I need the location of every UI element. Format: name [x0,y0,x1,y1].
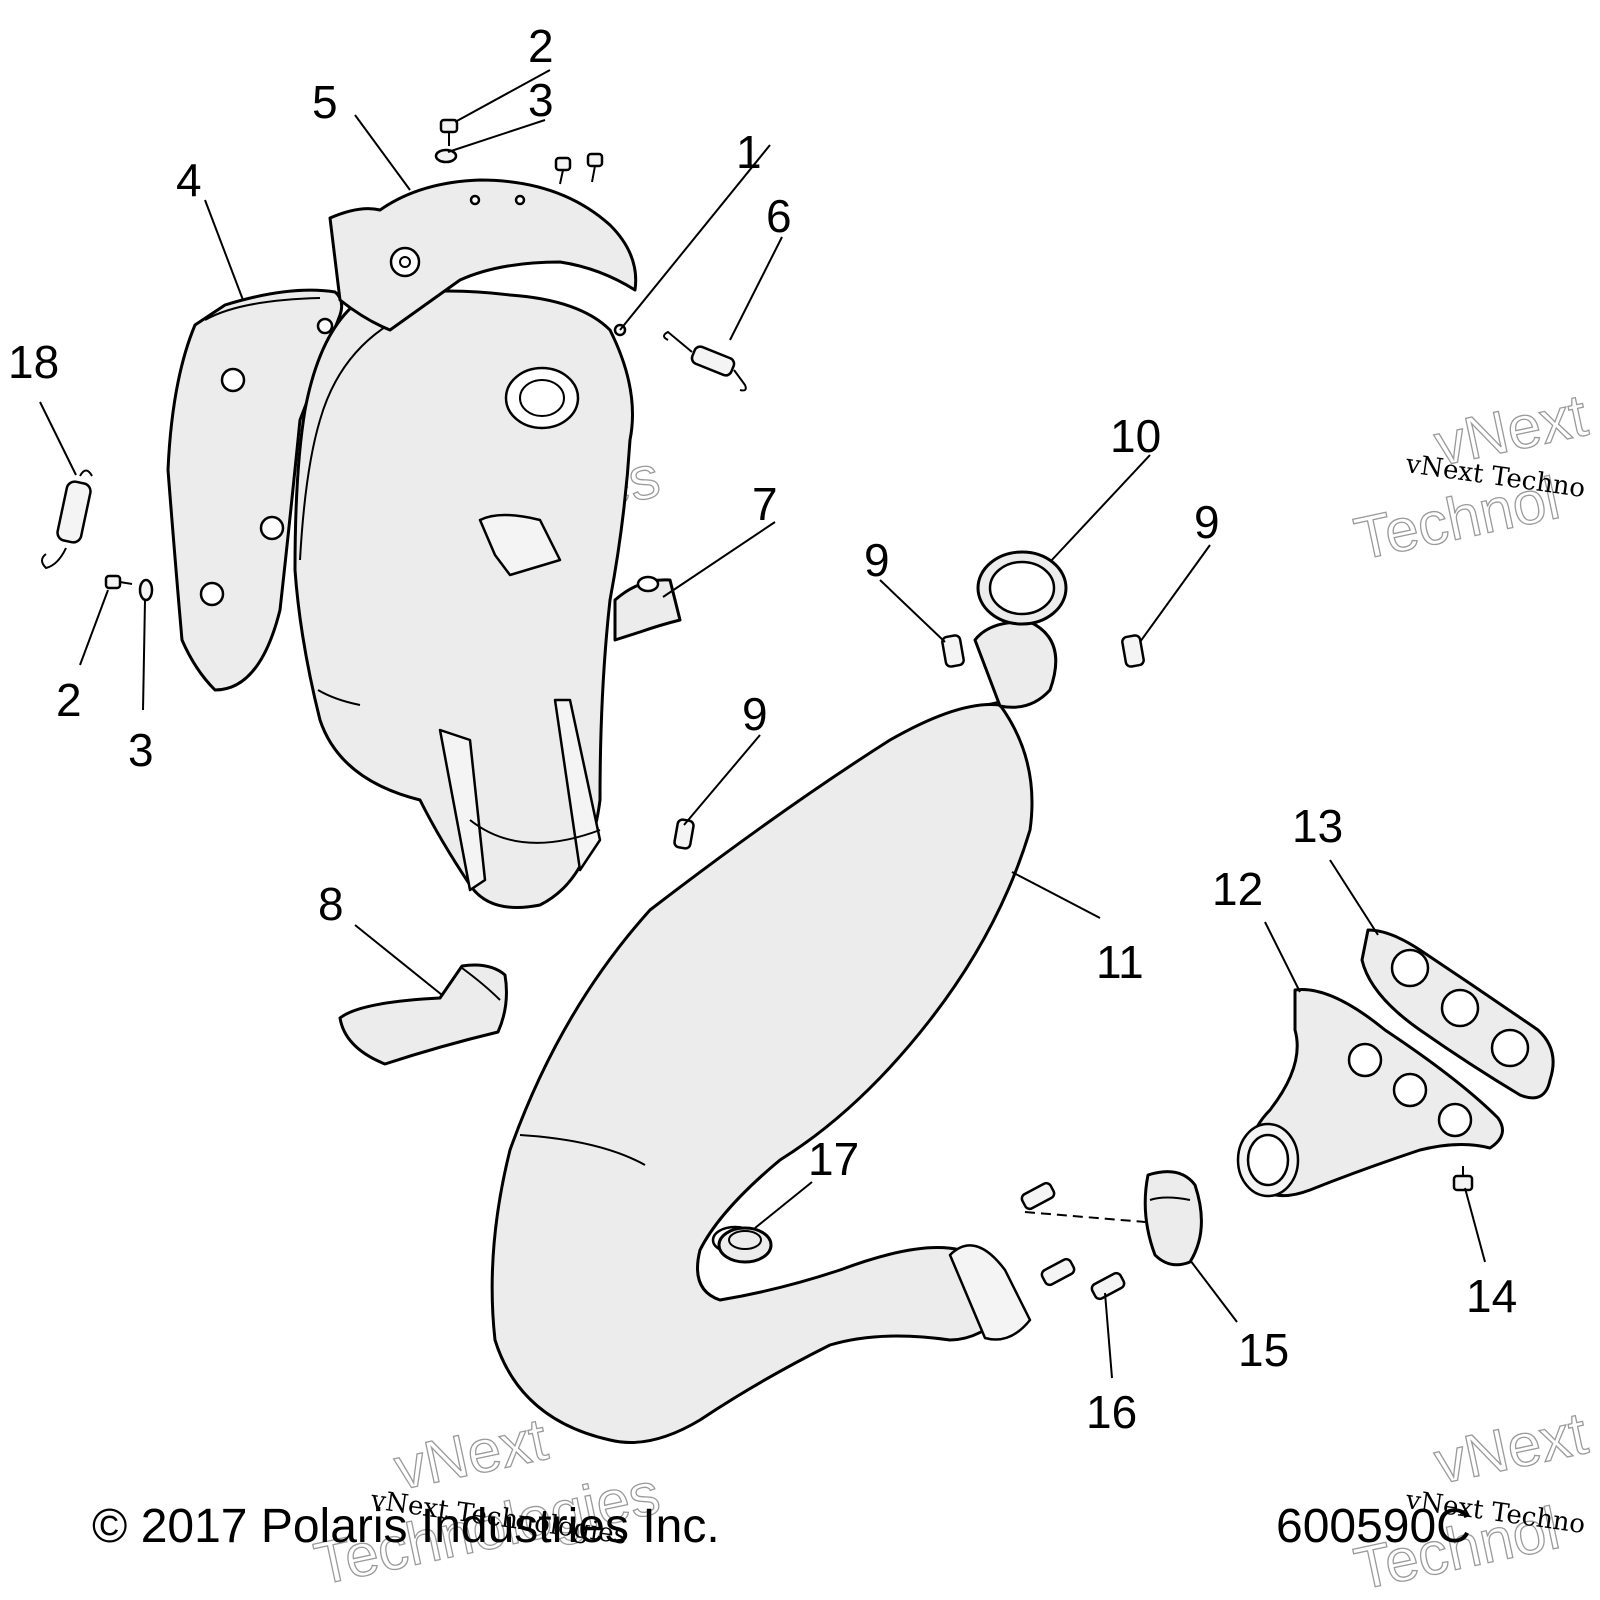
copyright-text: © 2017 Polaris Industries Inc. [92,1500,720,1553]
part-11-exhaust-pipe [490,620,1058,1444]
part-12-manifold [1236,988,1504,1198]
part-13-gasket [1360,928,1555,1100]
watermark-group-right: vNext Technol vNext Techno [1348,381,1594,574]
callout-13: 13 [1292,800,1343,852]
bolts-top-pair [554,152,604,185]
part-9-spring-b [1121,634,1145,668]
callout-11: 11 [1096,936,1144,988]
callout-9-lower: 9 [742,688,768,740]
callout-18: 18 [8,336,59,388]
part-8-clip [338,963,508,1066]
callout-16: 16 [1086,1386,1137,1438]
part-7-clip [613,575,682,642]
part-9-spring-a [941,634,965,668]
callouts: 1 2 3 4 5 6 7 8 9 9 9 10 11 12 13 14 15 … [8,20,1517,1438]
bolt-2-top [439,118,459,146]
washer-3-left [138,578,154,602]
washer-3-top [434,148,458,164]
part-17-grommet [717,1226,773,1264]
callout-17: 17 [808,1133,859,1185]
callout-6: 6 [766,190,792,242]
callout-3-top: 3 [528,74,554,126]
part-1-housing [293,289,634,909]
part-10-o-ring [976,550,1068,626]
callout-10: 10 [1110,410,1161,462]
diagram-id: 600590C [1276,1500,1471,1553]
callout-4: 4 [176,154,202,206]
part-18-spring [41,469,93,570]
callout-9-right: 9 [1194,496,1220,548]
part-9-spring-c [673,818,695,850]
callout-3-left: 3 [128,724,154,776]
callout-8: 8 [318,878,344,930]
part-5-top-bracket [328,178,638,332]
bolt-14 [1452,1166,1474,1192]
watermark-big-top-bottom-right: vNext [1429,1399,1593,1496]
callout-7: 7 [752,478,778,530]
callout-5: 5 [312,76,338,128]
callout-1: 1 [736,126,762,178]
callout-14: 14 [1466,1270,1517,1322]
callout-9-left: 9 [864,534,890,586]
callout-15: 15 [1238,1324,1289,1376]
callout-2-left: 2 [56,674,82,726]
callout-12: 12 [1212,863,1263,915]
part-16-springs [1020,1181,1146,1301]
part-6-spring [663,330,747,392]
bolt-2-left [104,574,133,590]
leader-lines [39,69,1486,1379]
part-15-seal [1143,1170,1203,1267]
callout-2-top: 2 [528,20,554,72]
